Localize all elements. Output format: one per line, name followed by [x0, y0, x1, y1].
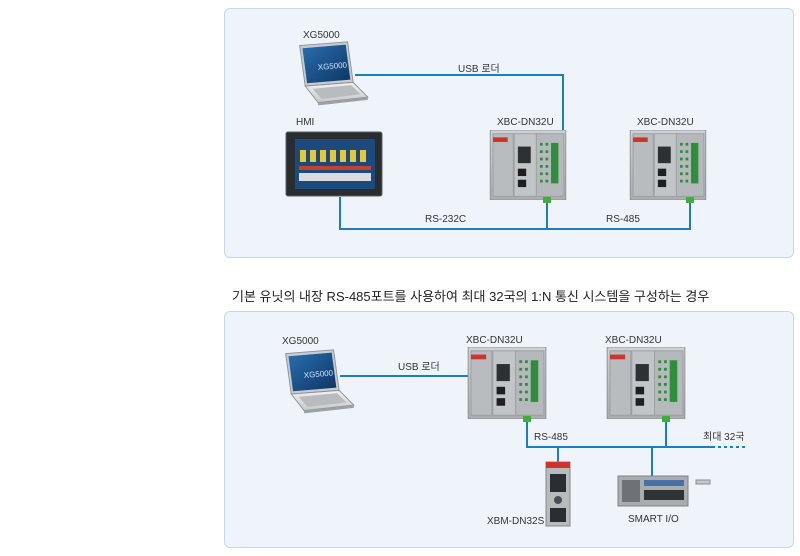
smartio-label: SMART I/O: [628, 514, 679, 525]
rs485-link-top: [547, 200, 691, 230]
terminal-connectors-bottom: [523, 416, 670, 422]
usb-label-top: USB 로더: [458, 63, 500, 75]
rs485-label-top: RS-485: [606, 214, 640, 225]
hmi-panel: [285, 131, 383, 197]
rs232-link-top: [339, 197, 548, 230]
max-stations-label: 최대 32국: [703, 431, 745, 443]
smart-io-module: [617, 475, 711, 507]
laptop-icon: XG5000: [285, 349, 355, 414]
rs485-bus-bottom: [526, 420, 712, 448]
xbm-label: XBM-DN32S: [487, 516, 545, 527]
laptop-screen-logo-bottom: XG5000: [303, 368, 334, 380]
laptop-screen-logo-top: XG5000: [317, 60, 348, 72]
usb-label-bottom: USB 로더: [398, 361, 440, 373]
plc2-label-bottom: XBC-DN32U: [605, 335, 662, 346]
xg5000-label-top: XG5000: [303, 30, 340, 41]
rs485-label-bottom: RS-485: [534, 432, 568, 443]
plc-module-1-top: [489, 130, 567, 200]
laptop-icon: XG5000: [299, 41, 369, 106]
plc2-label-top: XBC-DN32U: [637, 117, 694, 128]
plc-module-2-top: [629, 130, 707, 200]
terminal-connectors-top: [543, 197, 694, 203]
hmi-label: HMI: [296, 117, 314, 128]
xg5000-label-bottom: XG5000: [282, 336, 319, 347]
plc1-label-top: XBC-DN32U: [497, 117, 554, 128]
usb-link-top: [355, 74, 564, 155]
diagram-caption: 기본 유닛의 내장 RS-485포트를 사용하여 최대 32국의 1:N 통신 …: [232, 289, 710, 304]
plc1-label-bottom: XBC-DN32U: [466, 335, 523, 346]
rs232-label-top: RS-232C: [425, 214, 466, 225]
plc-module-1-bottom: [467, 347, 547, 419]
xbm-module: [545, 461, 571, 527]
plc-module-2-bottom: [606, 347, 686, 419]
